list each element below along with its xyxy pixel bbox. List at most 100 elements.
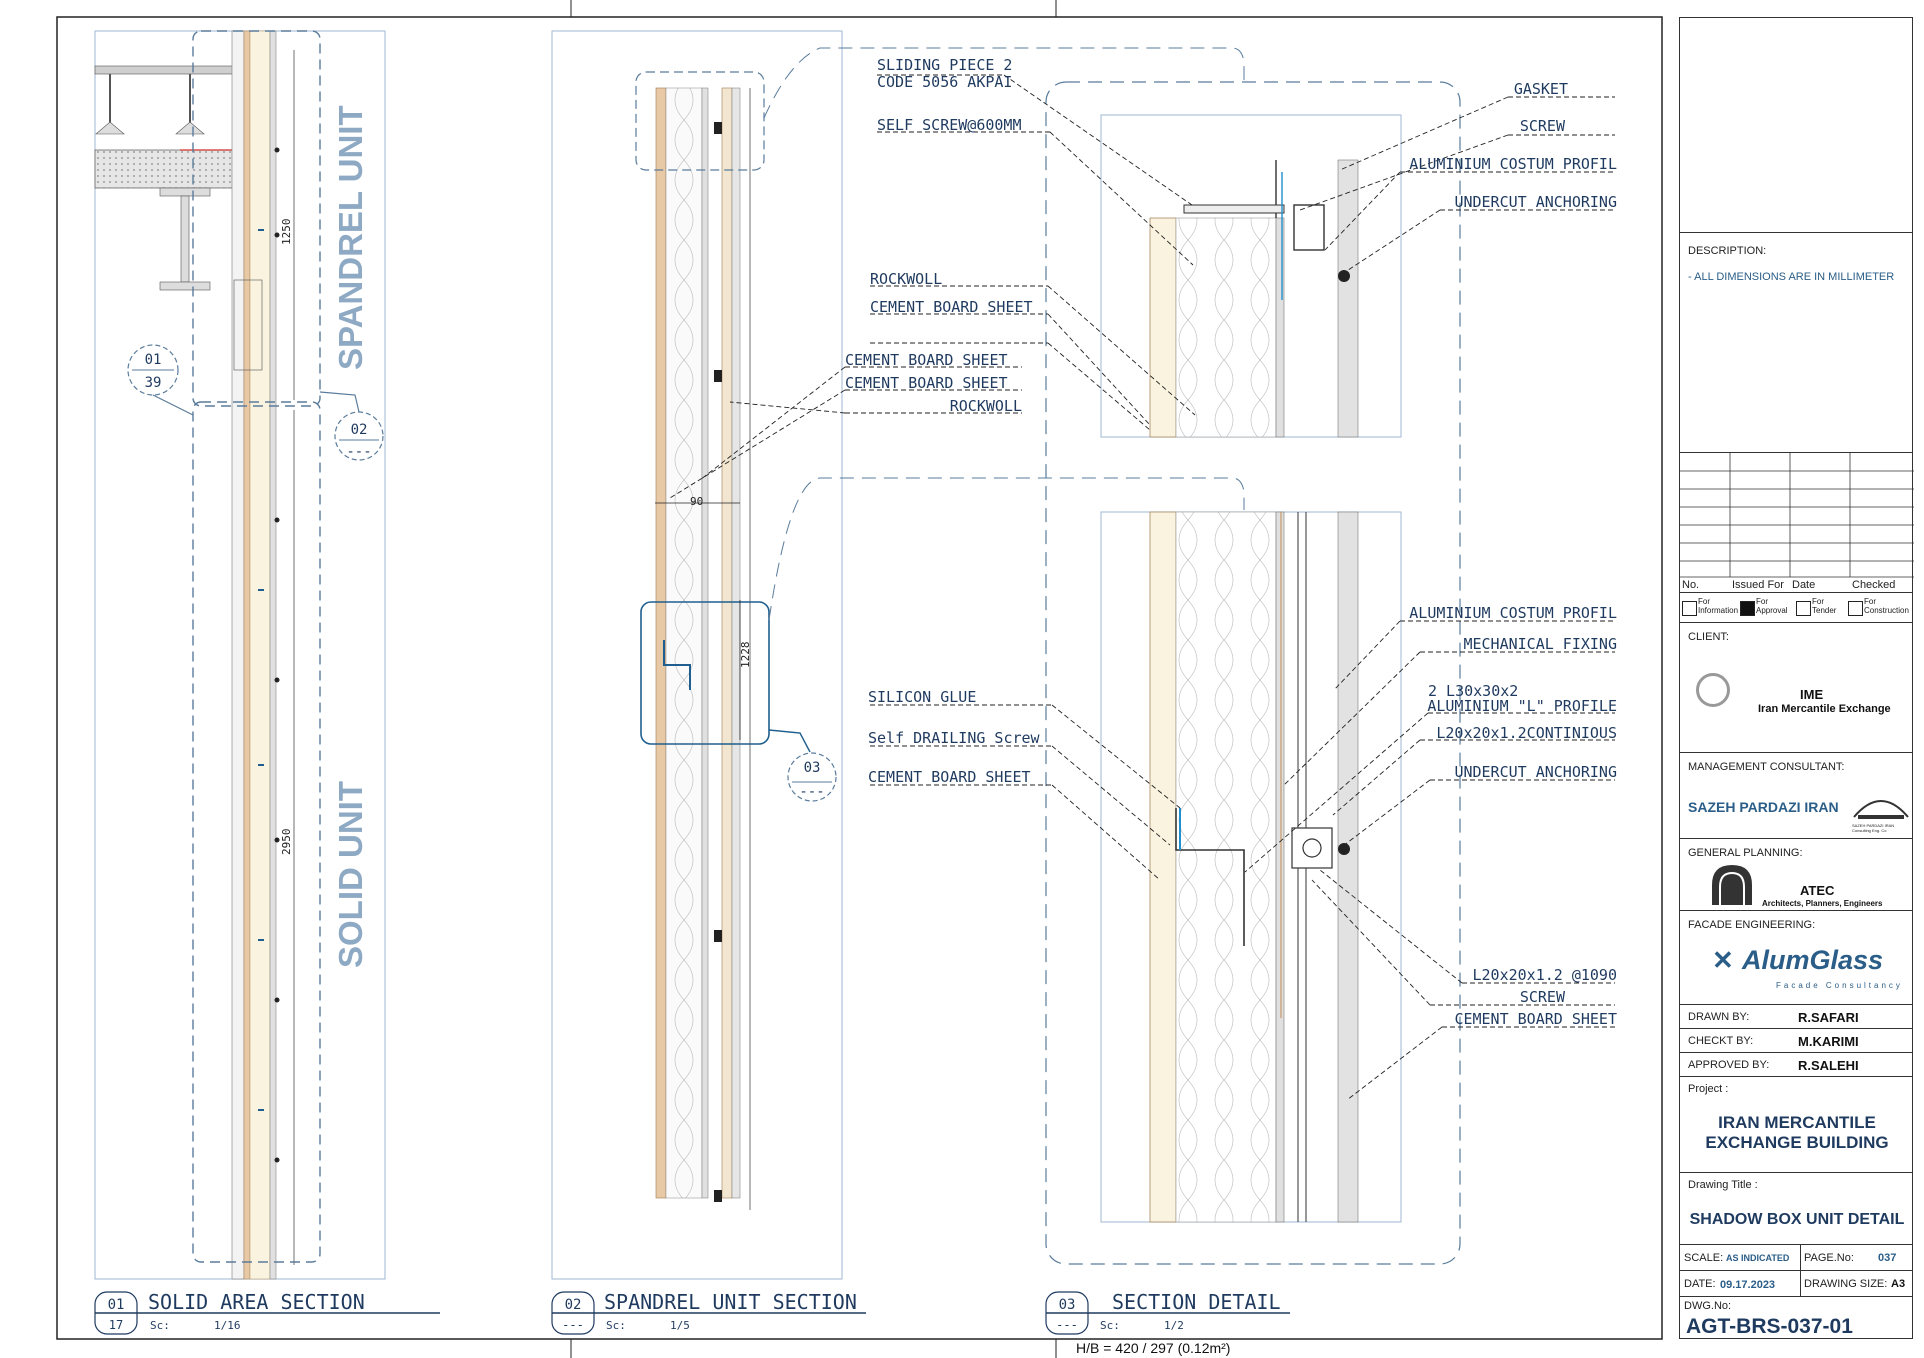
rev-header: Checked [1852, 579, 1896, 591]
mgmt-name: SAZEH PARDAZI IRAN [1688, 799, 1839, 815]
dimension-text: 2950 [280, 829, 293, 856]
planning-sub: Architects, Planners, Engineers [1762, 899, 1883, 908]
dwg-number-section: DWG.No: AGT-BRS-037-01 [1680, 1296, 1912, 1340]
client-section: CLIENT: IME Iran Mercantile Exchange [1680, 622, 1912, 752]
rev-header: Issued For [1732, 579, 1784, 591]
section-title-1: 01 17 SOLID AREA SECTION Sc: 1/16 [94, 1290, 440, 1335]
callout-sheet: 39 [145, 375, 162, 391]
checked-by-row: CHECKT BY: M.KARIMI [1680, 1028, 1912, 1052]
section2-label: CEMENT BOARD SHEET [870, 298, 1033, 316]
svg-text:1/16: 1/16 [214, 1319, 241, 1332]
facade-sub: Facade Consultancy [1776, 981, 1903, 990]
checkbox-information[interactable] [1682, 601, 1697, 616]
detail-label: Self DRAILING Screw [868, 729, 1041, 747]
issue-option-label: For Construction [1864, 597, 1909, 615]
mgmt-label: MANAGEMENT CONSULTANT: [1688, 761, 1845, 773]
planning-name: ATEC [1800, 883, 1835, 898]
spandrel-unit-label: SPANDREL UNIT [332, 105, 369, 370]
section2-label: CODE 5056 AKPAI [877, 73, 1012, 91]
svg-text:---: --- [1056, 1318, 1078, 1332]
svg-text:17: 17 [109, 1318, 123, 1332]
detail-label: SCREW [1520, 988, 1566, 1006]
detail-label: CEMENT BOARD SHEET [1454, 1010, 1617, 1028]
svg-text:01: 01 [108, 1297, 125, 1313]
callout-sheet: --- [799, 784, 824, 800]
detail-label: UNDERCUT ANCHORING [1454, 193, 1617, 211]
sheet-border [56, 16, 1663, 1340]
facade-label: FACADE ENGINEERING: [1688, 919, 1816, 931]
svg-text:SPANDREL UNIT SECTION: SPANDREL UNIT SECTION [604, 1290, 857, 1314]
revision-table: No. Issued For Date Checked [1680, 452, 1914, 592]
detail-label: SILICON GLUE [868, 688, 976, 706]
svg-text:1/5: 1/5 [670, 1319, 690, 1332]
description-label: DESCRIPTION: [1688, 245, 1767, 257]
callout-number: 01 [145, 352, 162, 368]
mgmt-logo-text: SAZEH PARDAZI IRAN Consulting Eng. Co [1852, 823, 1895, 833]
detail-label: GASKET [1514, 80, 1568, 98]
drawing-title: SHADOW BOX UNIT DETAIL [1689, 1211, 1905, 1228]
rev-header: Date [1792, 579, 1816, 591]
section-title-3: 03 --- SECTION DETAIL Sc: 1/2 [1045, 1290, 1290, 1335]
solid-unit-label: SOLID UNIT [332, 781, 369, 968]
issue-checkboxes: For Information For Approval For Tender … [1680, 592, 1912, 622]
management-consultant-section: MANAGEMENT CONSULTANT: SAZEH PARDAZI IRA… [1680, 752, 1912, 838]
drawing-title-section: Drawing Title : SHADOW BOX UNIT DETAIL [1680, 1172, 1912, 1244]
detail-label: MECHANICAL FIXING [1463, 635, 1617, 653]
checkbox-construction[interactable] [1848, 601, 1863, 616]
svg-text:03: 03 [1059, 1297, 1076, 1313]
detail-label: L20x20x1.2 @1090 [1473, 966, 1618, 984]
scale-page-row: SCALE: AS INDICATED PAGE.No: 037 [1680, 1244, 1912, 1270]
detail-label: 2 L30x30x2 [1428, 682, 1518, 700]
client-name: IME [1800, 687, 1824, 702]
checkbox-tender[interactable] [1796, 601, 1811, 616]
dimension-text: 90 [690, 495, 703, 508]
svg-text:02: 02 [565, 1297, 582, 1313]
description-text: - ALL DIMENSIONS ARE IN MILLIMETER [1688, 271, 1895, 283]
svg-text:Sc:: Sc: [1100, 1319, 1120, 1332]
detail-label: ALUMINIUM "L" PROFILE [1427, 697, 1617, 715]
dimension-text: 1250 [280, 219, 293, 246]
section-3-detail [1045, 81, 1461, 1265]
general-planning-section: GENERAL PLANNING: ATEC Architects, Plann… [1680, 838, 1912, 910]
project-name-line2: EXCHANGE BUILDING [1705, 1133, 1889, 1152]
client-full-name: Iran Mercantile Exchange [1758, 703, 1891, 715]
detail-label: ALUMINIUM COSTUM PROFIL [1409, 155, 1617, 173]
section-2-spandrel-unit [551, 30, 1245, 1280]
facade-engineering-section: FACADE ENGINEERING: ✕ AlumGlass Facade C… [1680, 910, 1912, 1004]
section-title-2: 02 --- SPANDREL UNIT SECTION Sc: 1/5 [551, 1290, 866, 1335]
planning-label: GENERAL PLANNING: [1688, 847, 1803, 859]
svg-text:SECTION DETAIL: SECTION DETAIL [1112, 1290, 1281, 1314]
drawn-by-row: DRAWN BY: R.SAFARI [1680, 1004, 1912, 1028]
date-size-row: DATE: 09.17.2023 DRAWING SIZE: A3 [1680, 1270, 1912, 1296]
mgmt-logo-icon [1853, 800, 1909, 819]
approved-by-row: APPROVED BY: R.SALEHI [1680, 1052, 1912, 1076]
issue-option-label: For Tender [1812, 597, 1837, 615]
detail-label: ALUMINIUM COSTUM PROFIL [1409, 604, 1617, 622]
svg-text:---: --- [562, 1318, 584, 1332]
issue-option-label: For Approval [1756, 597, 1788, 615]
detail-label: CEMENT BOARD SHEET [868, 768, 1031, 786]
client-label: CLIENT: [1688, 631, 1729, 643]
section2-label: SLIDING PIECE 2 [877, 56, 1012, 74]
detail-label: UNDERCUT ANCHORING [1454, 763, 1617, 781]
section2-label: ROCKWOLL [870, 270, 942, 288]
detail-label: SCREW [1520, 117, 1566, 135]
section-1-solid-area [94, 30, 386, 1280]
issue-option-label: For Information [1698, 597, 1739, 615]
rev-header: No. [1682, 579, 1700, 591]
detail-label: L20x20x1.2CONTINIOUS [1436, 724, 1617, 742]
svg-text:Sc:: Sc: [606, 1319, 626, 1332]
callout-number: 03 [804, 760, 821, 776]
client-logo-icon [1696, 673, 1730, 707]
section2-label: CEMENT BOARD SHEET [845, 374, 1008, 392]
facade-logo-text: AlumGlass [1742, 945, 1884, 975]
checkbox-approval[interactable] [1740, 601, 1755, 616]
dimension-text: 1228 [739, 642, 752, 669]
leader-lines [669, 74, 1615, 1101]
title-block: DESCRIPTION: - ALL DIMENSIONS ARE IN MIL… [1679, 17, 1914, 1340]
section2-label: CEMENT BOARD SHEET [845, 351, 1008, 369]
atec-logo-icon [1712, 865, 1752, 905]
svg-text:1/2: 1/2 [1164, 1319, 1184, 1332]
section2-label: ROCKWOLL [950, 397, 1022, 415]
